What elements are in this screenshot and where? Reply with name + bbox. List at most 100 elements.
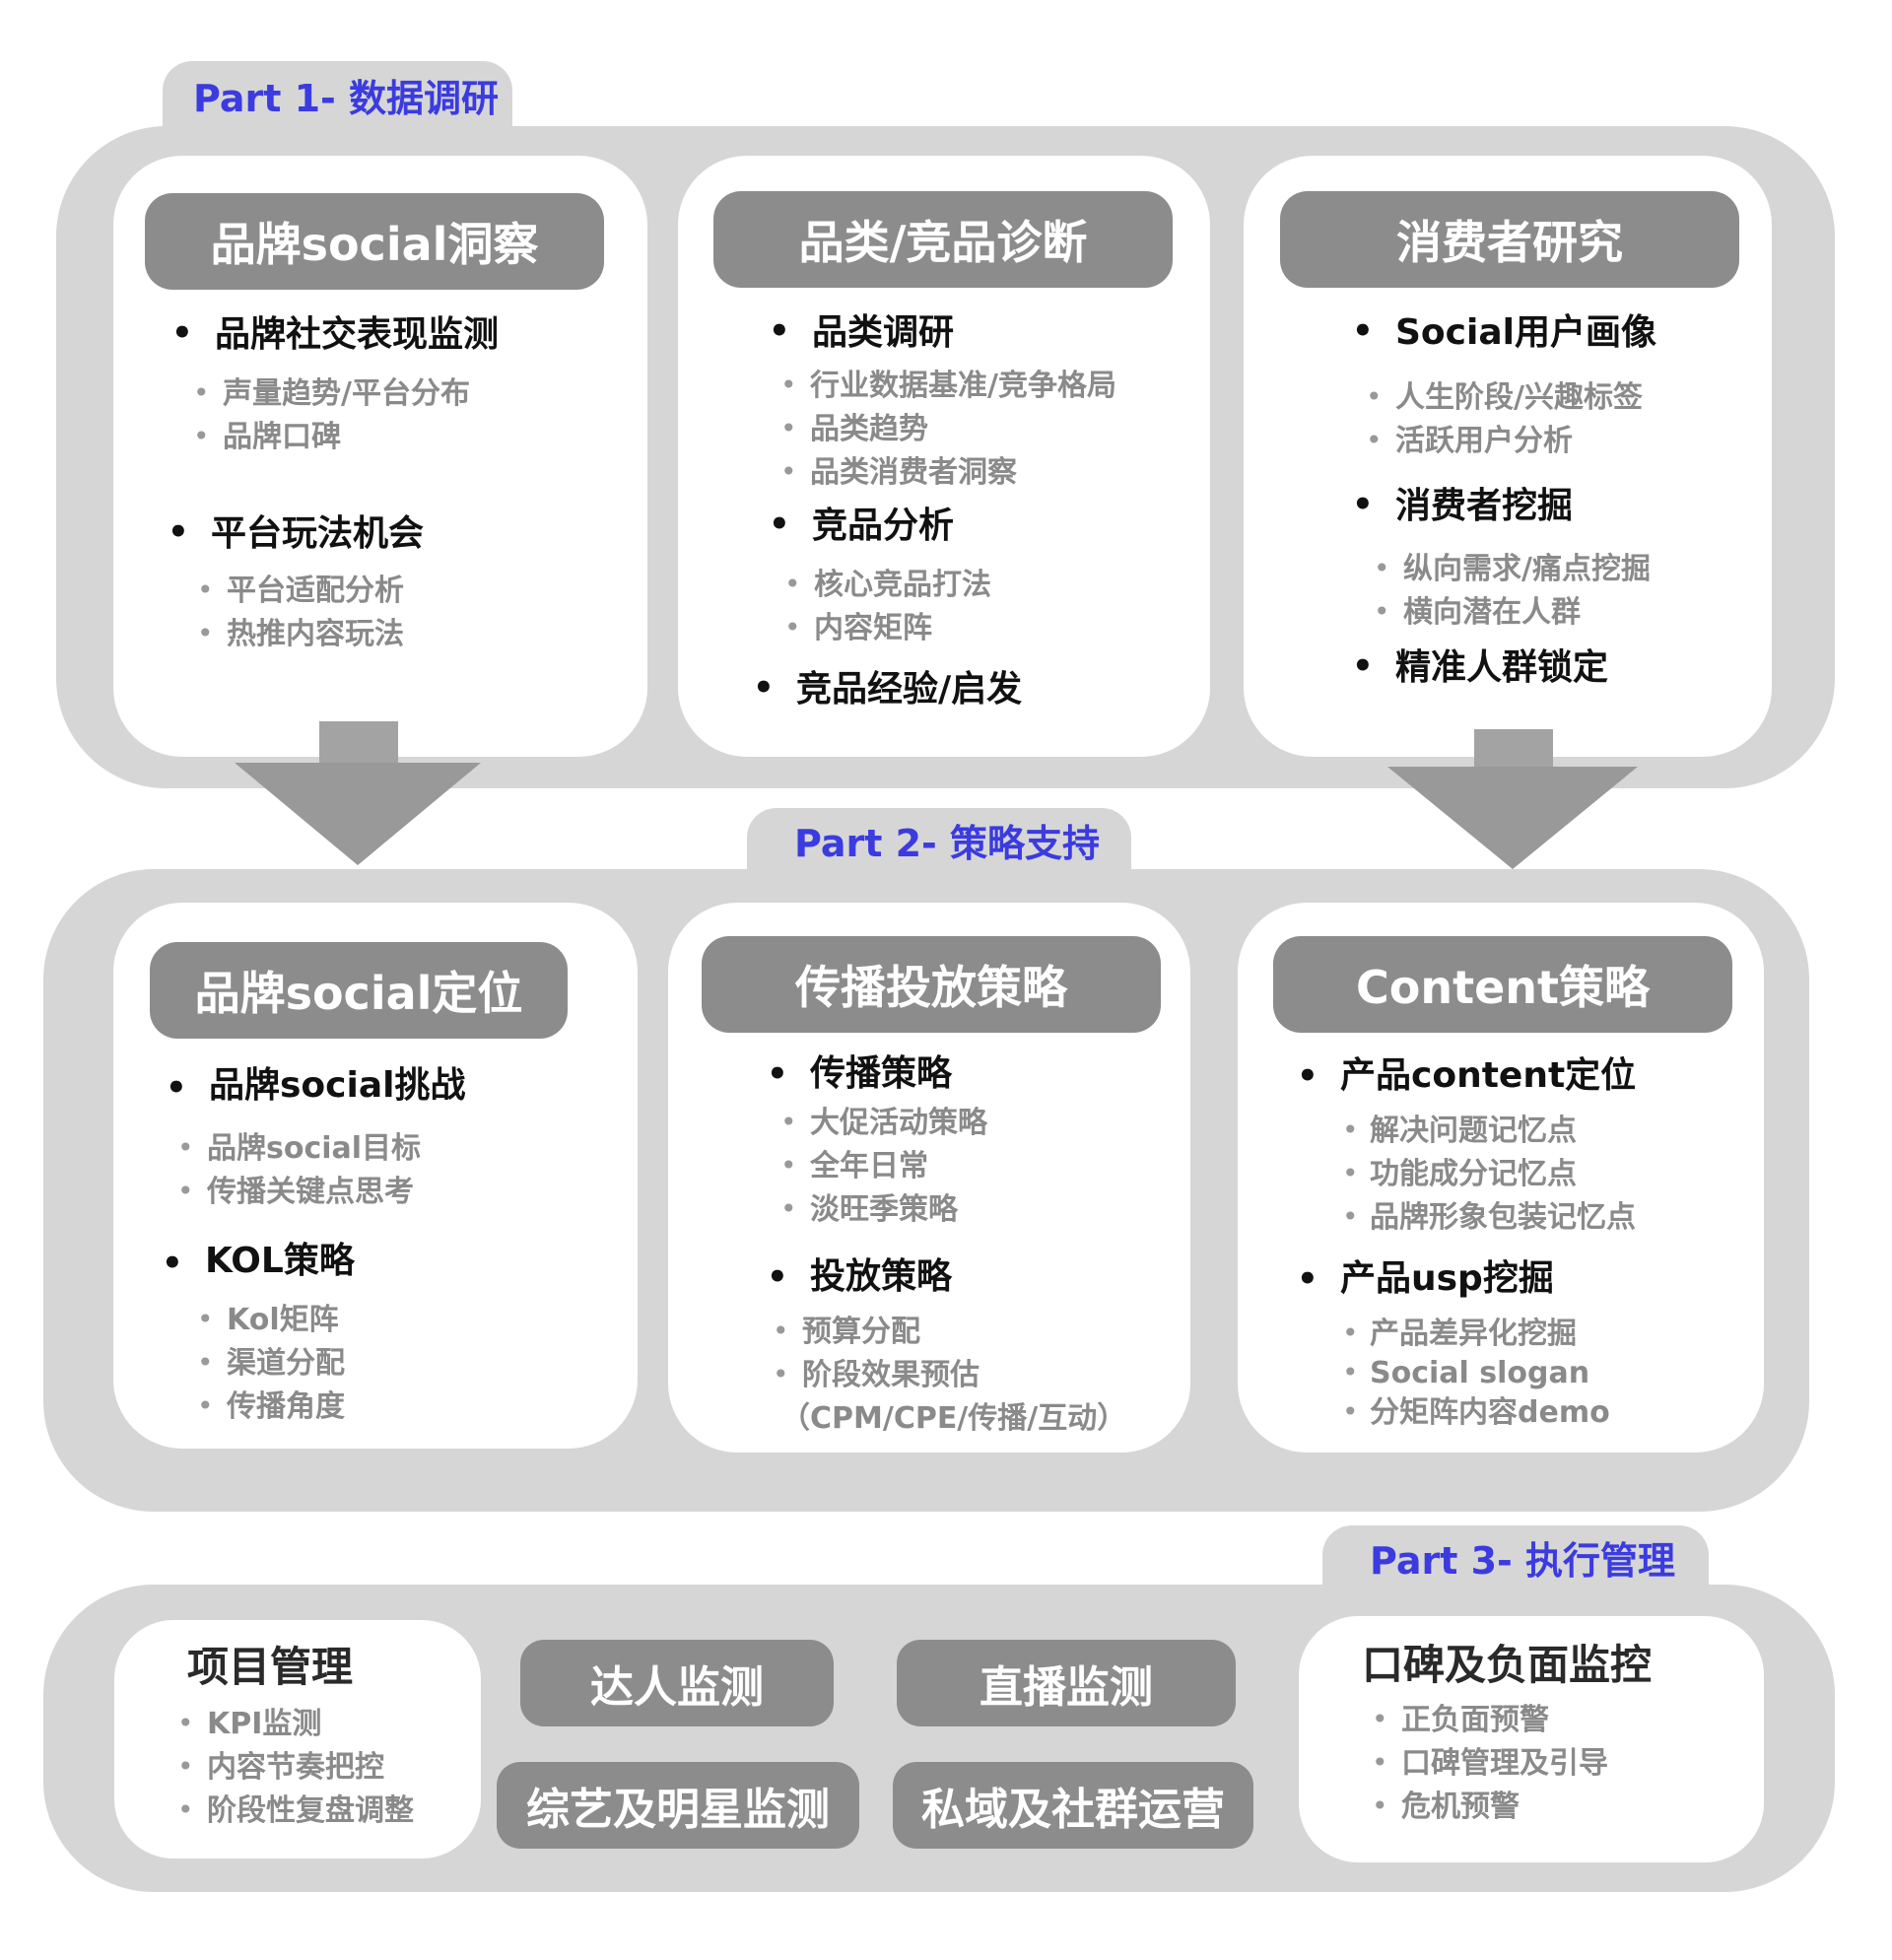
sub-bullet: • [1342,1157,1359,1189]
bullet: • [171,313,193,353]
group-label: 品类调研 [812,312,955,353]
arrow-down-left [235,721,481,865]
sub-bullet: • [780,412,797,444]
bullet: • [162,1244,183,1283]
sub-item: 危机预警 [1401,1790,1520,1824]
sub-item: 功能成分记忆点 [1370,1157,1577,1191]
card-reputation-monitoring [1299,1616,1764,1862]
header-brand-social-positioning: 品牌social定位 [150,942,568,1039]
part3-label: Part 3- 执行管理 [1370,1539,1676,1583]
variety-celebrity-monitoring-pill: 综艺及明星监测 [497,1762,859,1849]
sub-item: 横向潜在人群 [1403,595,1581,630]
sub-item: 大促活动策略 [810,1106,987,1140]
bullet: • [769,505,790,544]
sub-item: 口碑管理及引导 [1401,1746,1608,1781]
sub-item: KPI监测 [207,1707,322,1741]
group-label: 竞品经验/启发 [796,669,1023,710]
bullet: • [1352,646,1374,686]
sub-item: 内容矩阵 [814,611,932,645]
sub-item: 品牌形象包装记忆点 [1370,1200,1636,1235]
sub-item: 品牌social目标 [207,1131,422,1166]
group-label: 产品content定位 [1340,1055,1637,1096]
bullet: • [1352,311,1374,351]
sub-bullet: • [197,574,214,606]
sub-item: Social slogan [1370,1356,1590,1390]
sub-item: 品牌口碑 [223,420,341,454]
sub-bullet: • [1372,1790,1388,1822]
sub-item: 全年日常 [810,1149,928,1183]
sub-bullet: • [784,611,801,643]
sub-item: 内容节奏把控 [207,1750,384,1785]
bullet: • [769,311,790,351]
sub-bullet: • [780,369,797,401]
sub-bullet: • [197,617,214,649]
arrow-head [235,763,481,865]
sub-bullet: • [784,568,801,600]
sub-bullet: • [1342,1200,1359,1233]
project-management-title: 项目管理 [187,1643,354,1691]
bullet: • [166,1068,187,1108]
sub-bullet: • [1366,424,1383,456]
sub-item: 人生阶段/兴趣标签 [1395,380,1643,415]
arrow-shaft [1474,729,1553,767]
sub-bullet: • [1374,595,1390,628]
sub-bullet: • [780,455,797,488]
sub-bullet: • [177,1175,194,1207]
sub-bullet: • [780,1192,797,1225]
sub-bullet: • [1372,1703,1388,1735]
sub-item: 纵向需求/痛点挖掘 [1403,552,1651,586]
bullet: • [168,512,189,552]
sub-bullet: • [1342,1395,1359,1428]
group-label: 投放策略 [810,1256,953,1297]
sub-item: 核心竞品打法 [814,568,991,602]
sub-bullet: • [193,420,210,452]
sub-bullet: • [1342,1114,1359,1146]
sub-bullet: • [773,1315,789,1347]
sub-bullet: • [177,1750,194,1783]
sub-bullet: • [197,1389,214,1422]
group-label: 产品usp挖掘 [1340,1258,1554,1299]
sub-item: 淡旺季策略 [810,1192,958,1227]
bullet: • [1297,1259,1318,1299]
sub-bullet: • [197,1303,214,1335]
bullet: • [767,1257,788,1297]
sub-item: 预算分配 [802,1315,920,1349]
group-label: Social用户画像 [1395,312,1656,353]
talent-monitoring-pill: 达人监测 [520,1640,834,1726]
card-project-management [114,1620,481,1859]
group-label: 传播策略 [810,1053,953,1094]
header-category-diagnosis: 品类/竞品诊断 [713,191,1173,288]
sub-item: 产品差异化挖掘 [1370,1317,1577,1351]
sub-bullet: • [1342,1317,1359,1349]
header-content-strategy: Content策略 [1273,936,1732,1033]
reputation-monitoring-title: 口碑及负面监控 [1362,1641,1653,1689]
group-label: 精准人群锁定 [1395,647,1609,688]
sub-bullet: • [1366,380,1383,413]
group-label: 品牌社交表现监测 [215,314,500,355]
group-label: 平台玩法机会 [211,513,425,554]
group-label: 消费者挖掘 [1395,486,1574,526]
sub-item: 活跃用户分析 [1395,424,1573,458]
sub-bullet: • [177,1131,194,1164]
sub-item: 传播关键点思考 [207,1175,414,1209]
group-label: 竞品分析 [812,506,955,546]
sub-item: 渠道分配 [227,1346,345,1381]
sub-item: 解决问题记忆点 [1370,1114,1577,1148]
arrow-shaft [319,721,398,763]
sub-item: Kol矩阵 [227,1303,339,1337]
sub-item: 阶段效果预估 [802,1358,980,1392]
sub-item: 阶段性复盘调整 [207,1793,414,1828]
sub-item: 热推内容玩法 [227,617,404,651]
sub-item: 平台适配分析 [227,574,404,608]
arrow-down-right [1387,729,1638,869]
sub-bullet: • [1372,1746,1388,1779]
group-label: KOL策略 [205,1241,355,1281]
header-communication-strategy: 传播投放策略 [702,936,1161,1033]
bullet: • [767,1054,788,1094]
sub-item: 声量趋势/平台分布 [223,376,470,411]
sub-bullet: • [197,1346,214,1379]
header-consumer-research: 消费者研究 [1280,191,1739,288]
part2-label: Part 2- 策略支持 [794,822,1101,865]
bullet: • [1297,1056,1318,1096]
header-brand-social-insight: 品牌social洞察 [145,193,604,290]
